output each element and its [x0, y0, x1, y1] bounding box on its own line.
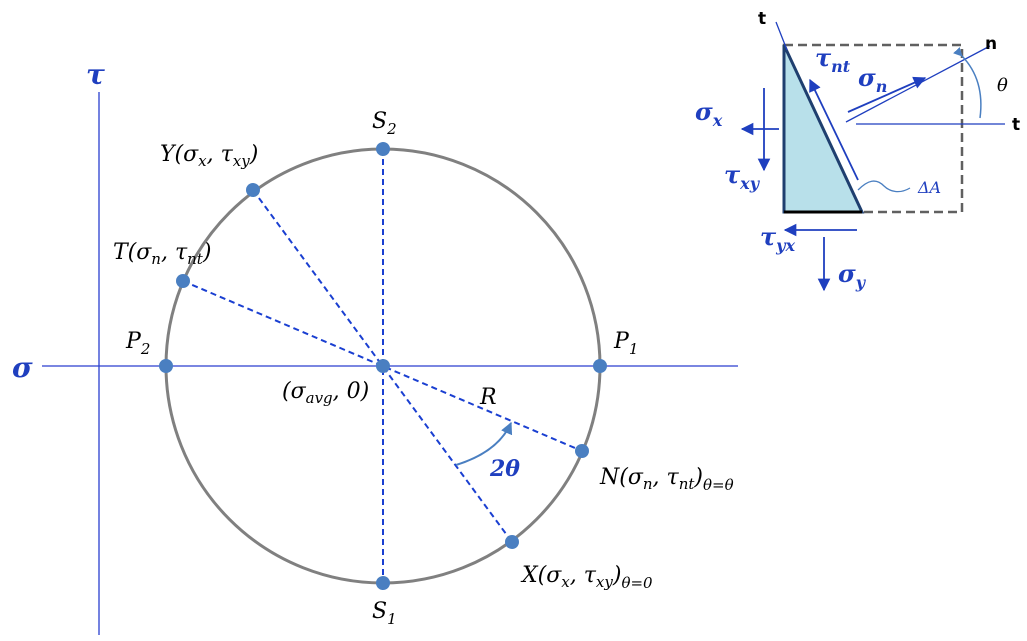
label-sigma-x: σx [695, 97, 723, 130]
label-radius: R [479, 385, 497, 410]
label-n: n [985, 34, 997, 54]
two-theta-arc-arrow [455, 421, 513, 466]
delta-a-leader [857, 180, 911, 193]
tau-nt-arrow [809, 78, 859, 181]
label-y-point: Y(σx, τxy) [160, 142, 258, 170]
point-s1 [376, 576, 390, 590]
theta-arc-arrow [953, 47, 982, 119]
label-sigma-n: σn [858, 63, 887, 96]
label-two-theta: 2θ [489, 456, 520, 482]
label-t-right: t [1012, 115, 1020, 135]
t-axis-line [775, 21, 788, 51]
sigma-n-arrow [847, 76, 927, 113]
label-n-point: N(σn, τnt)θ=θ [599, 465, 734, 494]
label-s1: S1 [372, 599, 397, 628]
tau-axis-label: τ [86, 58, 105, 91]
label-center: (σavg, 0) [282, 379, 369, 407]
point-s2 [376, 142, 390, 156]
point-y [246, 183, 260, 197]
point-center [376, 359, 390, 373]
label-s2: S2 [372, 109, 397, 138]
y-x-diameter-line [252, 189, 513, 543]
t-n-diameter-line [182, 280, 583, 452]
point-n [575, 444, 589, 458]
label-delta-a: ΔA [917, 178, 941, 197]
point-t [176, 274, 190, 288]
sigma-axis-label: σ [12, 351, 33, 384]
label-tau-nt: τnt [815, 43, 851, 76]
label-x-point: X(σx, τxy)θ=0 [520, 563, 653, 592]
label-theta: θ [997, 75, 1008, 96]
point-p2 [159, 359, 173, 373]
label-tau-xy: τxy [724, 160, 761, 193]
label-t-point: T(σn, τnt) [113, 240, 211, 268]
label-tau-yx: τyx [760, 222, 795, 255]
point-x [505, 535, 519, 549]
label-t-top: t [758, 9, 766, 29]
label-p1: P1 [613, 329, 638, 358]
label-p2: P2 [125, 329, 150, 358]
label-sigma-y: σy [838, 259, 867, 292]
point-p1 [593, 359, 607, 373]
